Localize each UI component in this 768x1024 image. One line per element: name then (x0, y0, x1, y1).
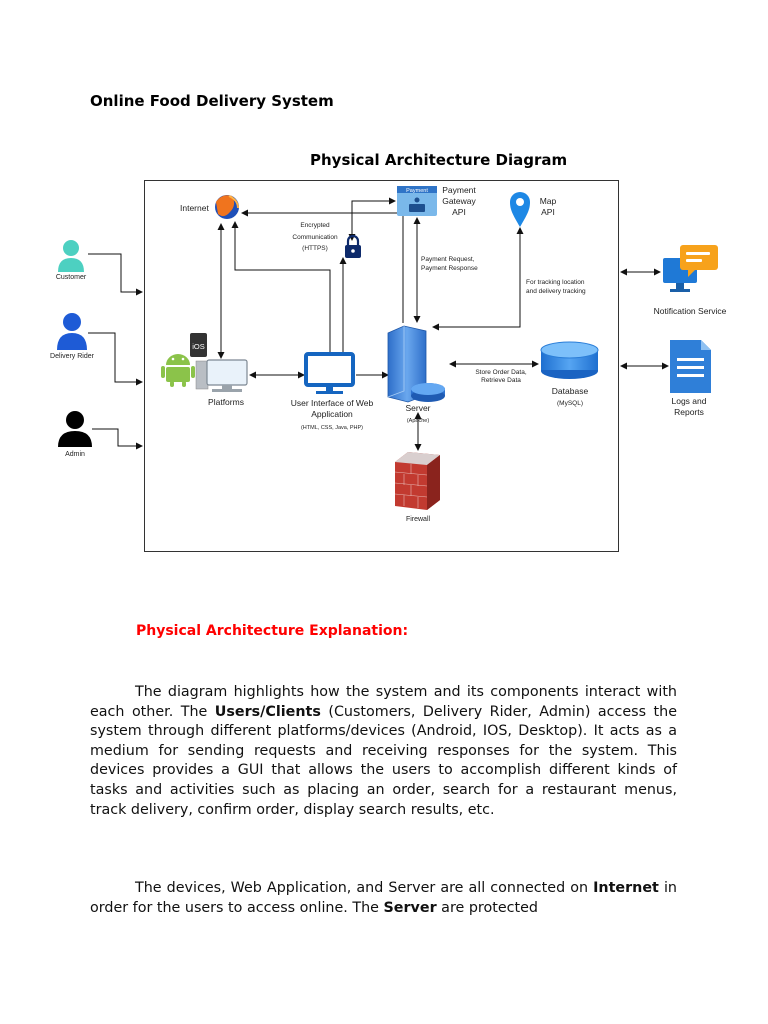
encrypted-label-1: Encrypted (300, 222, 330, 229)
database-label: Database (552, 386, 589, 396)
android-icon (161, 354, 195, 387)
notification-service-label: Notification Service (654, 306, 727, 316)
payment-flow-label-1: Payment Request, (421, 256, 475, 263)
diagram-title: Physical Architecture Diagram (310, 151, 568, 169)
store-data-label-1: Store Order Data, (475, 369, 526, 376)
ios-label: iOS (192, 342, 205, 351)
payment-gateway-label-3: API (452, 207, 466, 217)
server-icon (387, 325, 445, 403)
customer-icon (58, 240, 84, 272)
map-label-1: Map (540, 196, 557, 206)
p2-text-1: The devices, Web Application, and Server… (135, 880, 594, 896)
p2-bold-server: Server (383, 899, 437, 916)
firewall-icon (394, 452, 440, 510)
p1-bold-users-clients: Users/Clients (214, 703, 321, 720)
platforms-label: Platforms (208, 397, 244, 407)
document-icon (670, 340, 711, 393)
payment-gateway-label-1: Payment (442, 185, 476, 195)
store-data-label-2: Retrieve Data (481, 377, 521, 384)
explanation-paragraph-1: The diagram highlights how the system an… (90, 683, 677, 820)
tracking-label-2: and delivery tracking (526, 288, 586, 295)
explanation-heading: Physical Architecture Explanation: (136, 623, 409, 639)
p2-bold-internet: Internet (593, 880, 659, 896)
database-icon (540, 341, 599, 379)
web-ui-label-2: Application (311, 409, 353, 419)
firewall-label: Firewall (406, 516, 431, 523)
map-label-2: API (541, 207, 555, 217)
payment-gateway-label-2: Gateway (442, 196, 476, 206)
payment-flow-label-2: Payment Response (421, 265, 478, 272)
p1-text-2: (Customers, Delivery Rider, Admin) acces… (90, 703, 678, 818)
customer-label: Customer (56, 274, 87, 281)
document-title: Online Food Delivery System (90, 92, 334, 110)
desktop-computer-icon (195, 359, 248, 392)
diagram-frame (144, 180, 619, 552)
payment-gateway-icon: Payment (397, 186, 437, 216)
logs-label-2: Reports (674, 407, 704, 417)
encrypted-label-2: Communication (292, 234, 338, 241)
architecture-diagram: Customer Delivery Rider Admin Internet P… (50, 180, 727, 552)
database-sub-label: (MySQL) (557, 400, 583, 407)
connectors (88, 197, 669, 451)
delivery-rider-label: Delivery Rider (50, 353, 95, 360)
explanation-paragraph-2: The devices, Web Application, and Server… (90, 879, 677, 918)
lock-icon (345, 234, 361, 258)
logs-label-1: Logs and (672, 396, 707, 406)
admin-icon (58, 411, 92, 447)
notification-service-icon (663, 245, 718, 292)
web-app-monitor-icon (304, 352, 355, 394)
admin-label: Admin (65, 451, 85, 458)
server-label: Server (405, 403, 430, 413)
p2-text-2: in order for the users to access online.… (90, 880, 677, 916)
tracking-label-1: For tracking location (526, 279, 585, 286)
payment-badge-label: Payment (406, 188, 428, 194)
ios-icon: iOS (190, 333, 207, 357)
p1-text-1: The diagram highlights how the system an… (90, 684, 677, 720)
delivery-rider-icon (57, 313, 87, 350)
web-ui-tech-label: (HTML, CSS, Java, PHP) (301, 425, 363, 431)
internet-globe-icon (215, 195, 239, 219)
web-ui-label-1: User Interface of Web (291, 398, 374, 408)
server-sub-label: (Apache) (407, 418, 429, 424)
p2-text-3: are protected (436, 899, 538, 916)
map-pin-icon (510, 192, 530, 227)
internet-label: Internet (180, 203, 209, 213)
encrypted-label-3: (HTTPS) (302, 245, 328, 252)
